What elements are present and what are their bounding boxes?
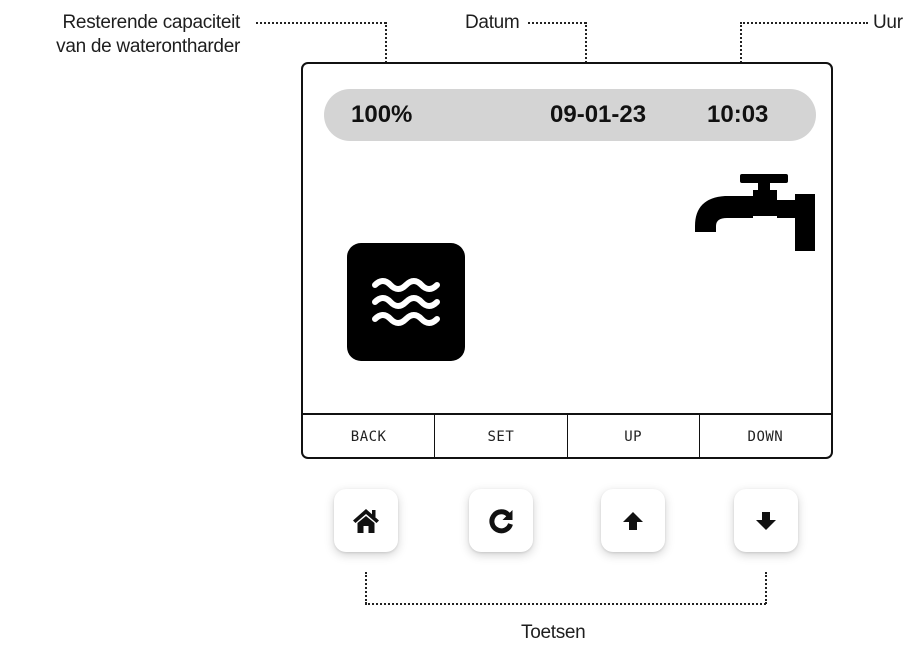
keys-leader-horizontal [365, 603, 766, 605]
capacity-value: 100% [351, 101, 413, 128]
time-leader-horizontal [740, 22, 868, 24]
softkey-back: BACK [303, 415, 436, 459]
time-annotation: Uur [873, 12, 903, 33]
keys-leader-right [765, 572, 767, 604]
softkey-down: DOWN [747, 429, 784, 445]
capacity-annotation-line2: van de waterontharder [56, 36, 240, 57]
softkey-up: UP [568, 415, 700, 459]
down-button[interactable] [734, 489, 798, 552]
status-bar: 100% 09-01-23 10:03 [324, 89, 816, 141]
capacity-annotation-line1: Resterende capaciteit [62, 12, 241, 33]
capacity-leader-horizontal [256, 22, 386, 24]
date-annotation: Datum [465, 12, 520, 33]
arrow-down-icon [756, 511, 776, 530]
date-value: 09-01-23 [550, 101, 647, 128]
up-button[interactable] [601, 489, 665, 552]
keys-leader-left [365, 572, 367, 604]
home-icon [353, 508, 379, 533]
device-screen: 100% 09-01-23 10:03 BACK SET U [301, 62, 833, 459]
time-leader-vertical [740, 22, 742, 94]
date-leader-vertical [585, 22, 587, 94]
time-value: 10:03 [707, 101, 769, 128]
faucet-icon [695, 174, 815, 257]
capacity-annotation: Resterende capaciteit van de wateronthar… [0, 11, 240, 59]
date-leader-horizontal [528, 22, 586, 24]
softkey-bar: BACK SET UP DOWN [303, 413, 831, 459]
refresh-button[interactable] [469, 489, 533, 552]
capacity-leader-vertical [385, 22, 387, 94]
keys-annotation: Toetsen [521, 622, 586, 643]
arrow-up-icon [623, 511, 643, 530]
home-button[interactable] [334, 489, 398, 552]
water-waves-icon [347, 243, 465, 361]
softkey-set: SET [435, 415, 568, 459]
refresh-icon [489, 508, 513, 533]
